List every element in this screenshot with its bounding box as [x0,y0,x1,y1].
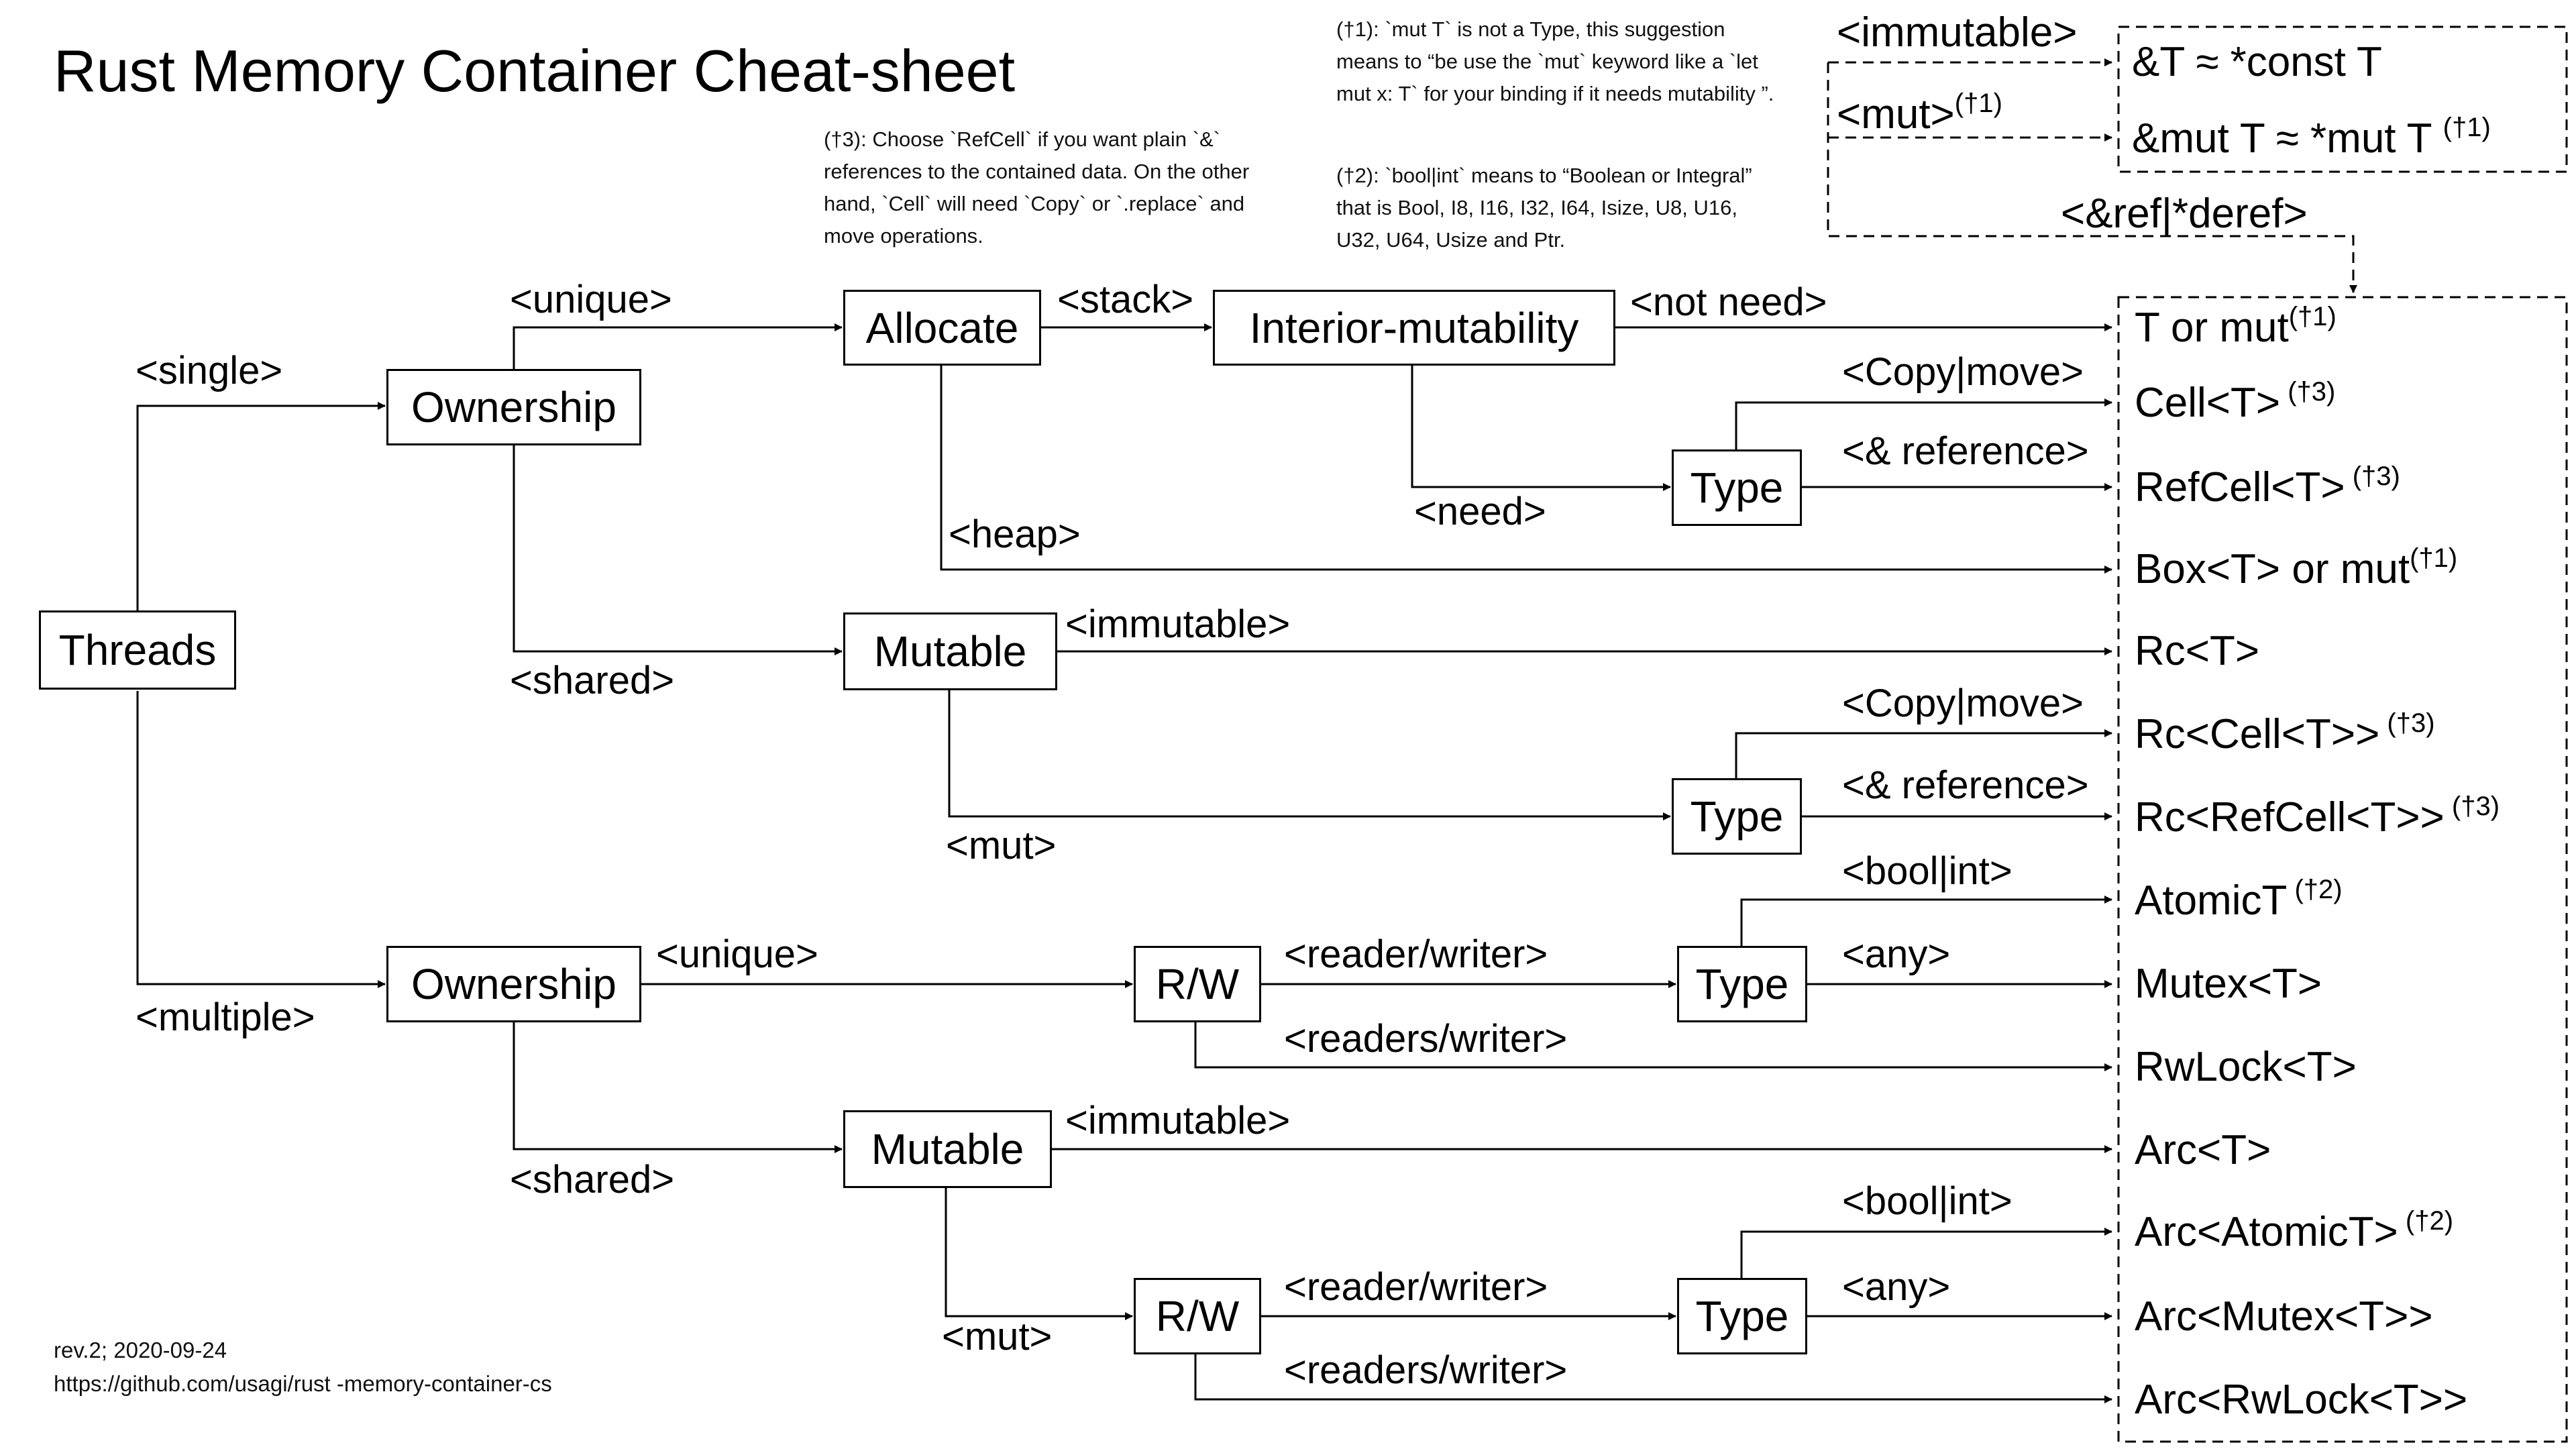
label-immutable-1: <immutable> [1065,602,1291,646]
footer-revision: rev.2; 2020-09-24 [54,1338,227,1362]
edge-bool-int-1 [1740,896,2112,946]
node-mutable-rc: Mutable [843,612,1057,690]
node-rw-unique: R/W [1134,946,1261,1022]
edge-multiple [136,691,386,988]
label-reader-writer-2: <reader/writer> [1284,1265,1548,1309]
header-ref-deref-label: <&ref|*deref> [2061,191,2308,237]
label-bool-int-1: <bool|int> [1842,849,2012,893]
note-dagger-2: (†2): `bool|int` means to “Boolean or In… [1336,164,1752,252]
label-need: <need> [1414,490,1546,533]
note-dagger-3: (†3): Choose `RefCell` if you want plain… [824,127,1250,248]
result-rc-refcell: Rc<RefCell<T>> (†3) [2135,792,2500,841]
ref-immutable-text: &T ≈ *const T [2132,39,2382,85]
label-copy-move-1: <Copy|move> [1842,350,2084,394]
label-and-reference-2: <& reference> [1842,763,2089,807]
result-t-or-mut: T or mut(†1) [2135,302,2337,351]
result-box: Box<T> or mut(†1) [2135,543,2458,592]
edge-header-spine [1827,62,2357,293]
node-type-arc-atomic: Type [1677,1278,1807,1354]
result-arc-atomic: Arc<AtomicT> (†2) [2135,1206,2454,1255]
label-not-need: <not need> [1630,280,1827,324]
header-mut-mark: (†1) [1954,89,2002,118]
ref-mut-text: &mut T ≈ *mut T (†1) [2132,113,2491,162]
result-mark: (†3) [2444,792,2500,821]
edge-readers-writer-1 [1194,1022,2112,1071]
label-mut-1: <mut> [946,824,1057,867]
label-any-1: <any> [1842,932,1951,976]
result-cell: Cell<T> (†3) [2135,377,2336,426]
result-arc-mutex: Arc<Mutex<T>> [2135,1293,2433,1340]
result-arc: Arc<T> [2135,1127,2271,1173]
result-mark: (†2) [2287,875,2343,904]
page-title: Rust Memory Container Cheat-sheet [54,38,1016,104]
node-allocate: Allocate [843,290,1041,366]
label-reader-writer-1: <reader/writer> [1284,932,1548,976]
result-mark: (†3) [2345,462,2400,491]
result-rc-cell: Rc<Cell<T>> (†3) [2135,708,2435,757]
label-shared-1: <shared> [510,659,675,702]
result-mark: (†1) [2410,543,2458,573]
result-rc: Rc<T> [2135,628,2260,674]
result-arc-rwlock: Arc<RwLock<T>> [2135,1377,2468,1423]
label-copy-move-2: <Copy|move> [1842,682,2084,725]
node-type-cell: Type [1672,449,1802,526]
footer-repo-url[interactable]: https://github.com/usagi/rust -memory-co… [54,1371,552,1396]
result-rwlock: RwLock<T> [2135,1044,2357,1090]
node-threads: Threads [39,610,236,690]
label-readers-writer-2: <readers/writer> [1284,1348,1568,1392]
result-mark: (†3) [2379,708,2435,738]
header-immutable-label: <immutable> [1837,9,2078,56]
result-atomic: AtomicT (†2) [2135,875,2343,924]
label-immutable-2: <immutable> [1065,1099,1291,1142]
result-mark: (†3) [2280,377,2336,407]
node-interior-mutability: Interior-mutability [1213,290,1615,366]
ref-mut-mark: (†1) [2443,113,2491,142]
note-dagger-1: (†1): `mut T` is not a Type, this sugges… [1336,17,1774,105]
result-mutex: Mutex<T> [2135,961,2322,1007]
label-any-2: <any> [1842,1265,1951,1309]
edge-single [136,402,386,610]
edge-bool-int-2 [1740,1228,2112,1278]
edge-shared-2 [513,1022,843,1153]
result-mark: (†2) [2398,1206,2454,1236]
label-readers-writer-1: <readers/writer> [1284,1017,1568,1061]
label-shared-2: <shared> [510,1158,675,1201]
edge-mut-2 [945,1188,1133,1320]
edge-heap [940,366,2112,574]
label-stack: <stack> [1057,278,1194,321]
result-mark: (†1) [2288,302,2337,331]
edge-readers-writer-2 [1194,1354,2112,1403]
node-type-rc: Type [1672,778,1802,855]
label-bool-int-2: <bool|int> [1842,1179,2012,1223]
result-refcell: RefCell<T> (†3) [2135,462,2400,511]
edge-mut-1 [948,690,1671,820]
edge-copy-move-2 [1735,729,2112,778]
node-rw-shared: R/W [1134,1278,1261,1354]
edge-copy-move-1 [1735,398,2112,449]
node-type-atomic: Type [1677,946,1807,1022]
edge-unique-1 [513,323,843,369]
label-mut-2: <mut> [942,1315,1053,1358]
label-multiple: <multiple> [136,996,315,1039]
node-ownership-single: Ownership [386,369,641,445]
node-mutable-arc: Mutable [843,1110,1052,1188]
label-unique-2: <unique> [656,932,818,976]
edge-need [1411,366,1671,491]
edge-shared-1 [513,444,843,655]
label-and-reference-1: <& reference> [1842,429,2089,473]
label-unique-1: <unique> [510,278,672,321]
results-box [2117,296,2568,1443]
label-heap: <heap> [949,513,1081,556]
node-ownership-multiple: Ownership [386,946,641,1022]
header-mut-label: <mut>(†1) [1837,89,2002,138]
label-single: <single> [136,349,283,392]
